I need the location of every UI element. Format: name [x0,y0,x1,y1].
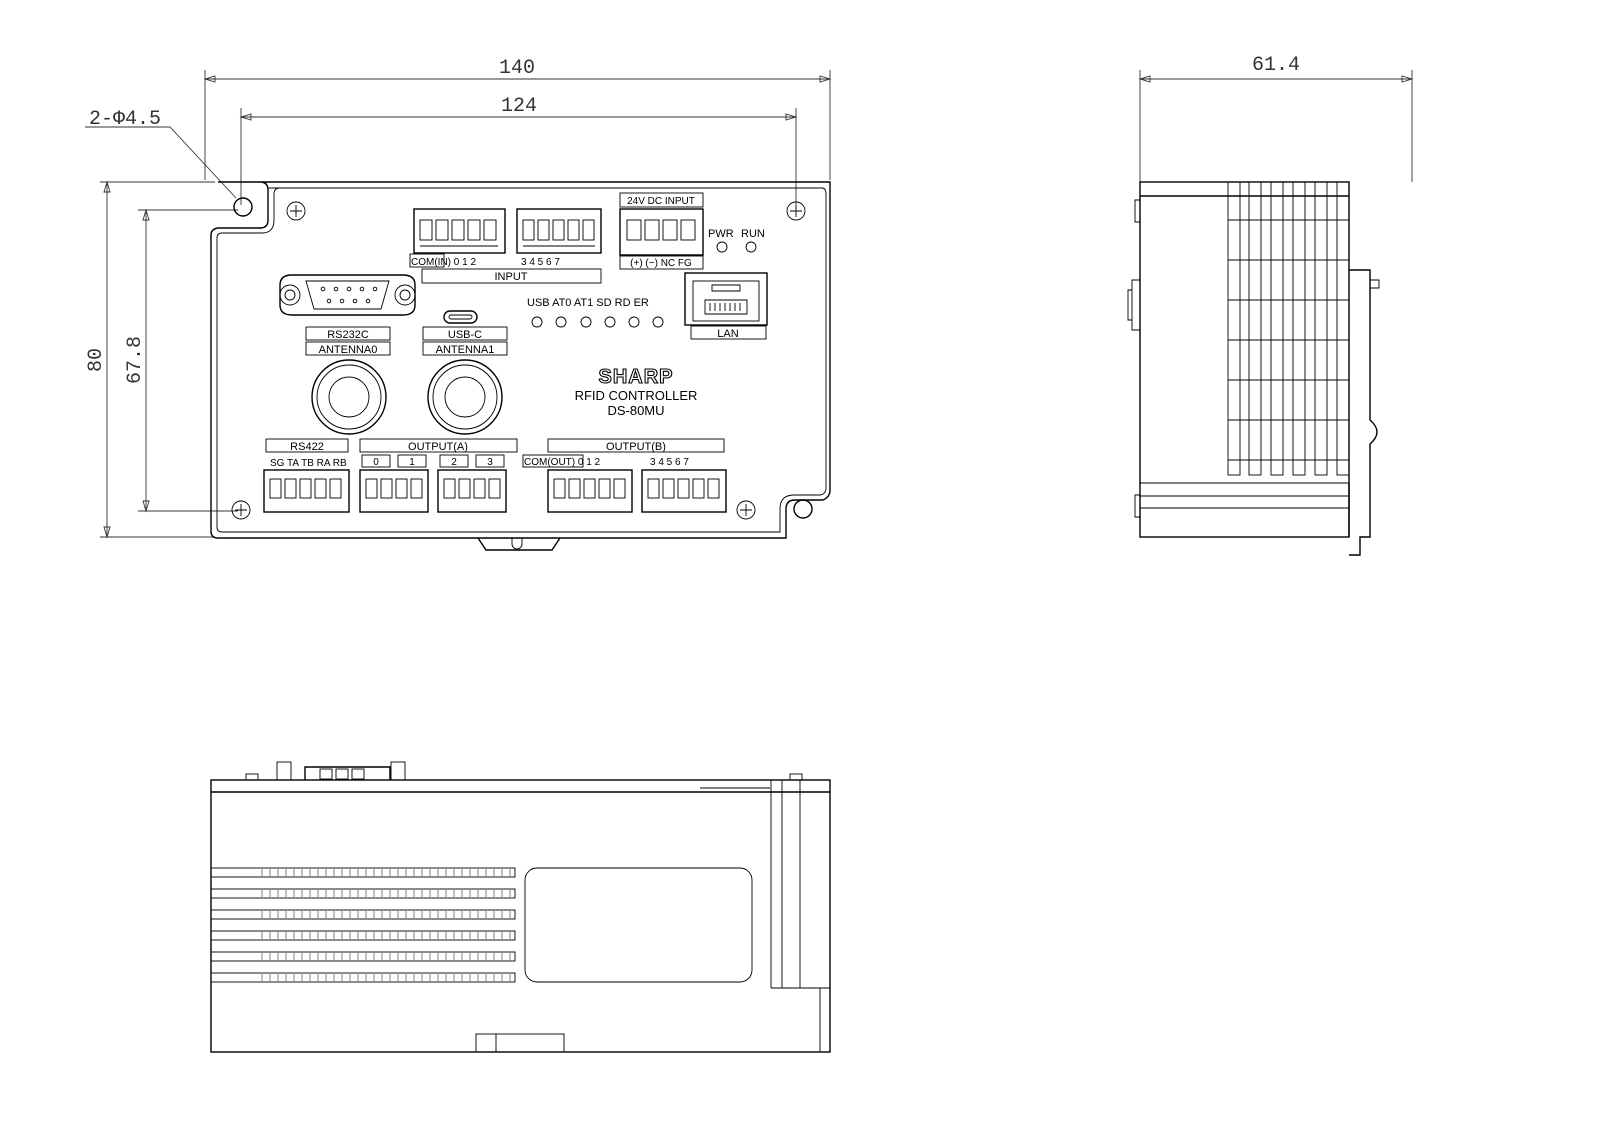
rs422-pins: SG TA TB RA RB [270,458,347,469]
lan-port: LAN [684,272,768,340]
front-body-outline [210,181,831,539]
dim-depth: 61.4 [1138,54,1414,182]
hole-spec-text: 2-Φ4.5 [89,108,161,131]
dim-height-holes: 67.8 [124,208,238,513]
dim-hole-spec: 2-Φ4.5 [85,108,237,199]
mounting-hole-bottom-right [793,499,813,519]
dim-124-text: 124 [501,95,537,118]
out-a3-label: 3 [487,457,493,468]
dim-140-text: 140 [499,57,535,80]
input-left-label: COM(IN) 0 1 2 [411,257,476,268]
antenna0-label: ANTENNA0 [319,344,378,356]
front-view: COM(IN) 0 1 2 3 4 5 6 7 INPUT 24V DC INP… [210,181,831,551]
out-a0-label: 0 [373,457,379,468]
din-clip-tab [477,537,561,551]
rs232c-connector: RS232C [279,274,416,341]
input-group-label: INPUT [495,271,528,283]
dc-input-terminal: 24V DC INPUT (+) (−) NC FG [619,192,704,270]
dim-67.8-text: 67.8 [124,336,147,384]
out-a2-label: 2 [451,457,457,468]
rs422-label: RS422 [290,441,324,453]
antenna1-connector: ANTENNA1 [422,341,508,435]
lan-label: LAN [717,328,738,340]
output-b-label: OUTPUT(B) [606,441,666,453]
input-terminal-right [516,208,602,254]
brand-logo: SHARP [598,366,673,388]
usbc-label: USB-C [448,329,482,341]
top-view [210,761,831,1053]
model-line2: DS-80MU [607,403,664,418]
screw-top-left [286,201,306,221]
dim-80-text: 80 [85,348,108,372]
dim-61.4-text: 61.4 [1252,54,1300,77]
label-window [524,867,753,983]
vent-slots [210,867,516,983]
output-a-terminal: OUTPUT(A) 0 1 2 3 [359,438,518,513]
status-leds [531,316,664,328]
status-led-labels: USB AT0 AT1 SD RD ER [527,297,649,309]
output-b-terminal: OUTPUT(B) COM(OUT) 0 1 2 3 4 5 6 7 [522,438,727,513]
input-terminal-left [413,208,506,254]
mounting-hole-top-left [233,197,253,217]
rs422-terminal: RS422 SG TA TB RA RB [263,438,350,513]
model-line1: RFID CONTROLLER [575,388,698,403]
bottom-tab [475,1033,565,1053]
screw-top-right [786,201,806,221]
screw-bottom-right [736,500,756,520]
input-right-label: 3 4 5 6 7 [521,257,560,268]
output-a-label: OUTPUT(A) [408,441,468,453]
dim-width-holes: 124 [239,95,798,205]
dc-pins-label: (+) (−) NC FG [630,258,692,269]
screw-bottom-left [231,500,251,520]
output-b-left-label: COM(OUT) 0 1 2 [524,457,601,468]
rs232c-label: RS232C [327,329,369,341]
dc-input-label: 24V DC INPUT [627,196,695,207]
antenna0-connector: ANTENNA0 [305,341,391,435]
dim-height-total: 80 [85,180,215,539]
run-led [745,241,757,253]
output-b-right-label: 3 4 5 6 7 [650,457,689,468]
pwr-led [716,241,728,253]
out-a1-label: 1 [409,457,415,468]
antenna1-label: ANTENNA1 [436,344,495,356]
side-view [1127,181,1380,556]
dim-width-total: 140 [203,57,832,180]
run-label: RUN [741,228,765,240]
vent-slot-ticks [261,869,511,981]
usbc-port: USB-C [422,310,508,341]
pwr-label: PWR [708,228,734,240]
